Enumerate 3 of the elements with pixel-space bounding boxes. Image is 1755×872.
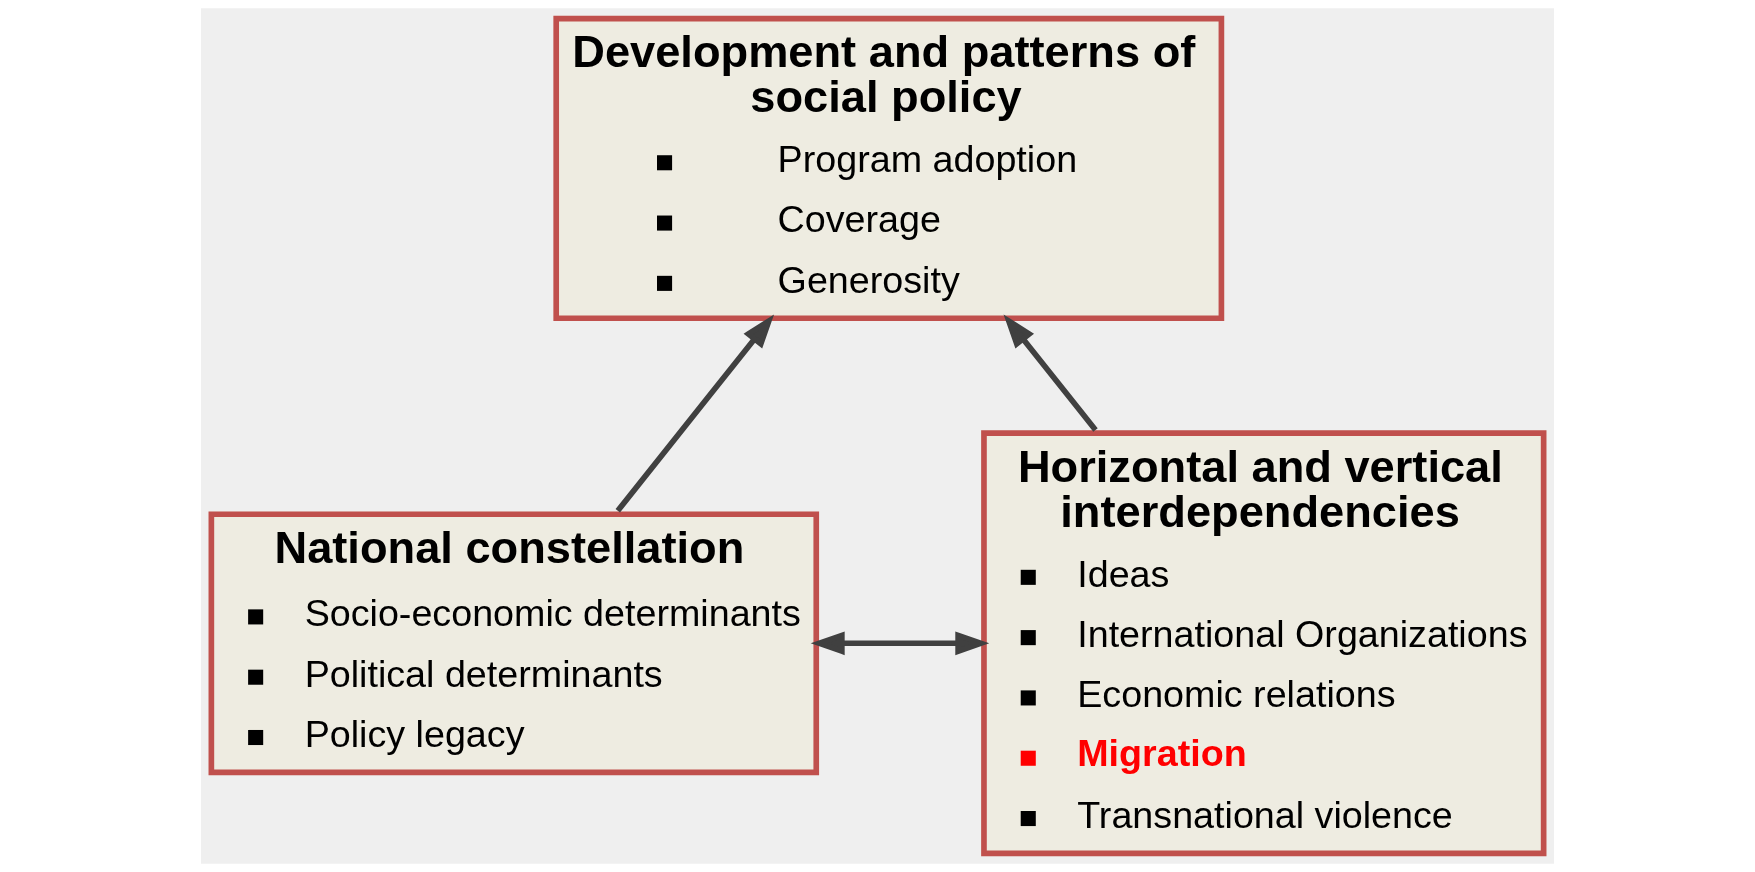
arrow — [615, 314, 775, 513]
arrow — [810, 631, 990, 656]
arrow — [1003, 314, 1098, 432]
